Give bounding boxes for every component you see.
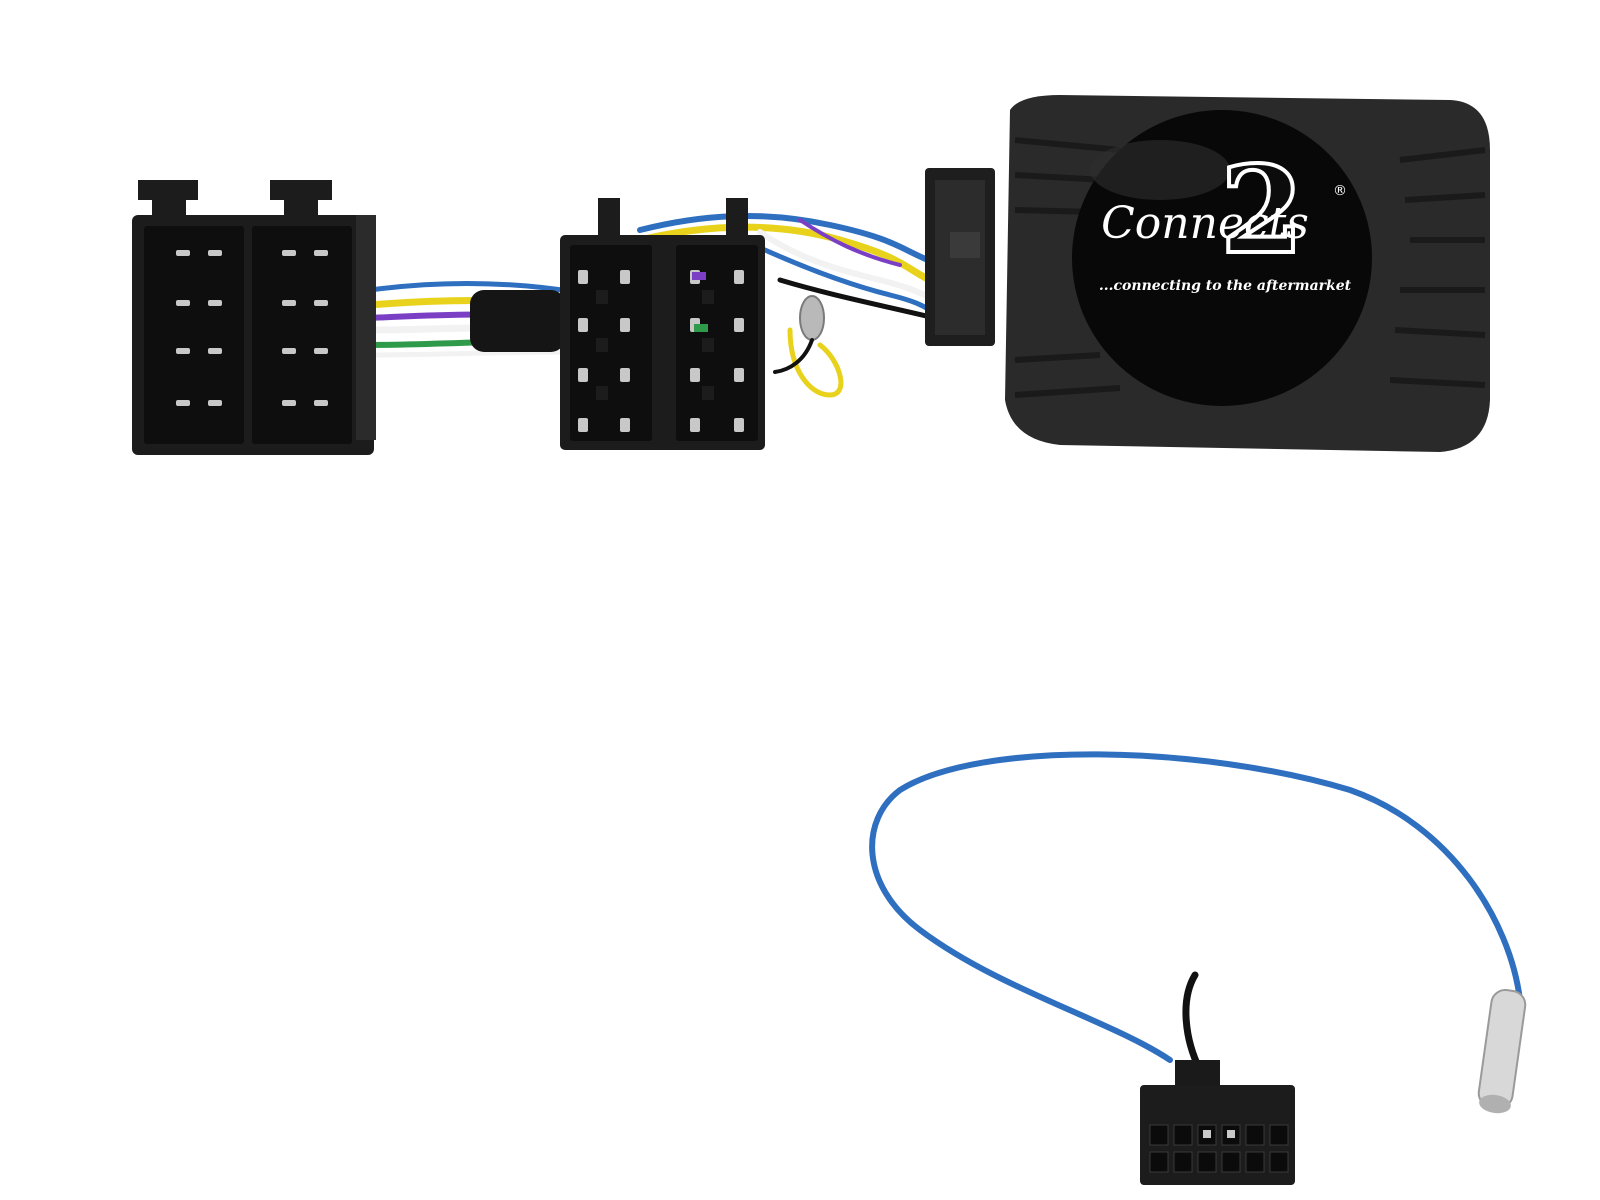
iso-connector-small — [560, 198, 765, 450]
brand-logo-script: Connects — [1101, 198, 1309, 249]
twelve-pin-plug — [1140, 1060, 1295, 1185]
interface-module: 2 Connects ® ...connecting to the afterm… — [925, 95, 1490, 452]
wire-bundle-left — [366, 281, 579, 358]
wire-bundle-right — [636, 212, 944, 398]
round-plug — [1477, 989, 1527, 1114]
registered-mark: ® — [1333, 183, 1347, 199]
brand-tagline: ...connecting to the aftermarket — [1099, 278, 1352, 294]
blue-lead-cable — [869, 751, 1523, 1074]
iso-connector-large — [132, 180, 376, 455]
brand-logo: 2 — [1220, 140, 1304, 281]
